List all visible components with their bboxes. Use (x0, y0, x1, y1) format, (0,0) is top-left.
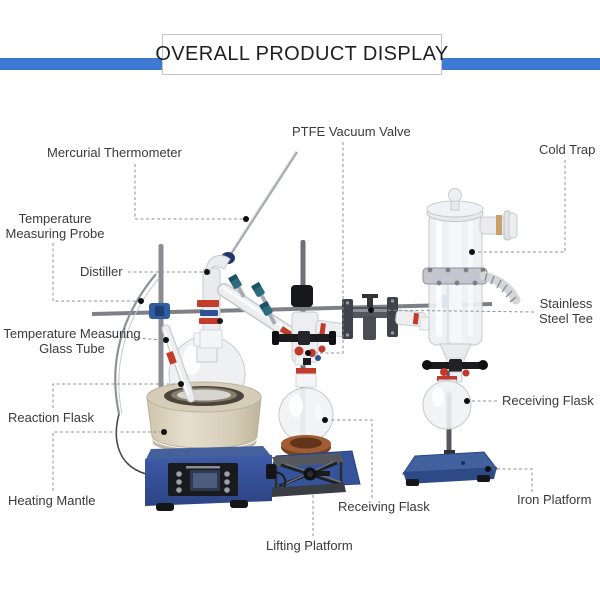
leader-cold-trap (477, 160, 566, 253)
ptfe-vacuum-valve-graphic (272, 311, 351, 388)
leader-iron-platform (493, 468, 533, 492)
leader-temperature-measuring-probe (52, 243, 137, 302)
leader-mercurial-thermometer (134, 164, 243, 220)
leader-lines (52, 142, 566, 536)
leader-heating-mantle (52, 431, 160, 491)
mercurial-thermometer-graphic (221, 150, 299, 264)
lifting-platform-graphic (263, 450, 361, 497)
page-title: OVERALL PRODUCT DISPLAY (155, 43, 449, 65)
label-receiving-flask-right: Receiving Flask (502, 393, 594, 408)
heating-mantle-base-graphic (145, 446, 287, 511)
label-reaction-flask: Reaction Flask (8, 410, 94, 425)
label-mercurial-thermometer: Mercurial Thermometer (47, 145, 182, 160)
cork-ring-graphic (281, 435, 331, 458)
leader-ptfe-vacuum-valve (312, 142, 344, 354)
temperature-probe-graphic (114, 273, 160, 475)
label-stainless-steel-tee: Stainless Steel Tee (539, 296, 593, 326)
header-title-box: OVERALL PRODUCT DISPLAY (155, 34, 448, 75)
cold-trap-graphic (422, 188, 521, 383)
label-cold-trap: Cold Trap (539, 142, 596, 157)
distiller-graphic (197, 255, 301, 349)
label-distiller: Distiller (80, 264, 123, 279)
receiving-flask-right-graphic (422, 376, 472, 430)
leader-receiving-flask-bottom (330, 419, 373, 498)
label-lifting-platform: Lifting Platform (266, 538, 353, 553)
label-receiving-flask-bottom: Receiving Flask (338, 499, 430, 514)
leader-stainless-steel-tee (375, 309, 535, 313)
leader-reaction-flask (52, 383, 177, 408)
receiving-flask-center-graphic (278, 387, 334, 443)
heating-mantle-graphic (146, 381, 262, 452)
label-iron-platform: Iron Platform (517, 492, 592, 507)
stainless-steel-tee-graphic (342, 294, 435, 340)
leader-dots (138, 216, 491, 472)
label-ptfe-vacuum-valve: PTFE Vacuum Valve (292, 124, 411, 139)
label-heating-mantle: Heating Mantle (8, 493, 96, 508)
label-temperature-measuring-glass-tube: Temperature Measuring Glass Tube (3, 326, 141, 356)
label-temperature-measuring-probe: Temperature Measuring Probe (5, 211, 105, 241)
iron-platform-graphic (402, 450, 498, 486)
